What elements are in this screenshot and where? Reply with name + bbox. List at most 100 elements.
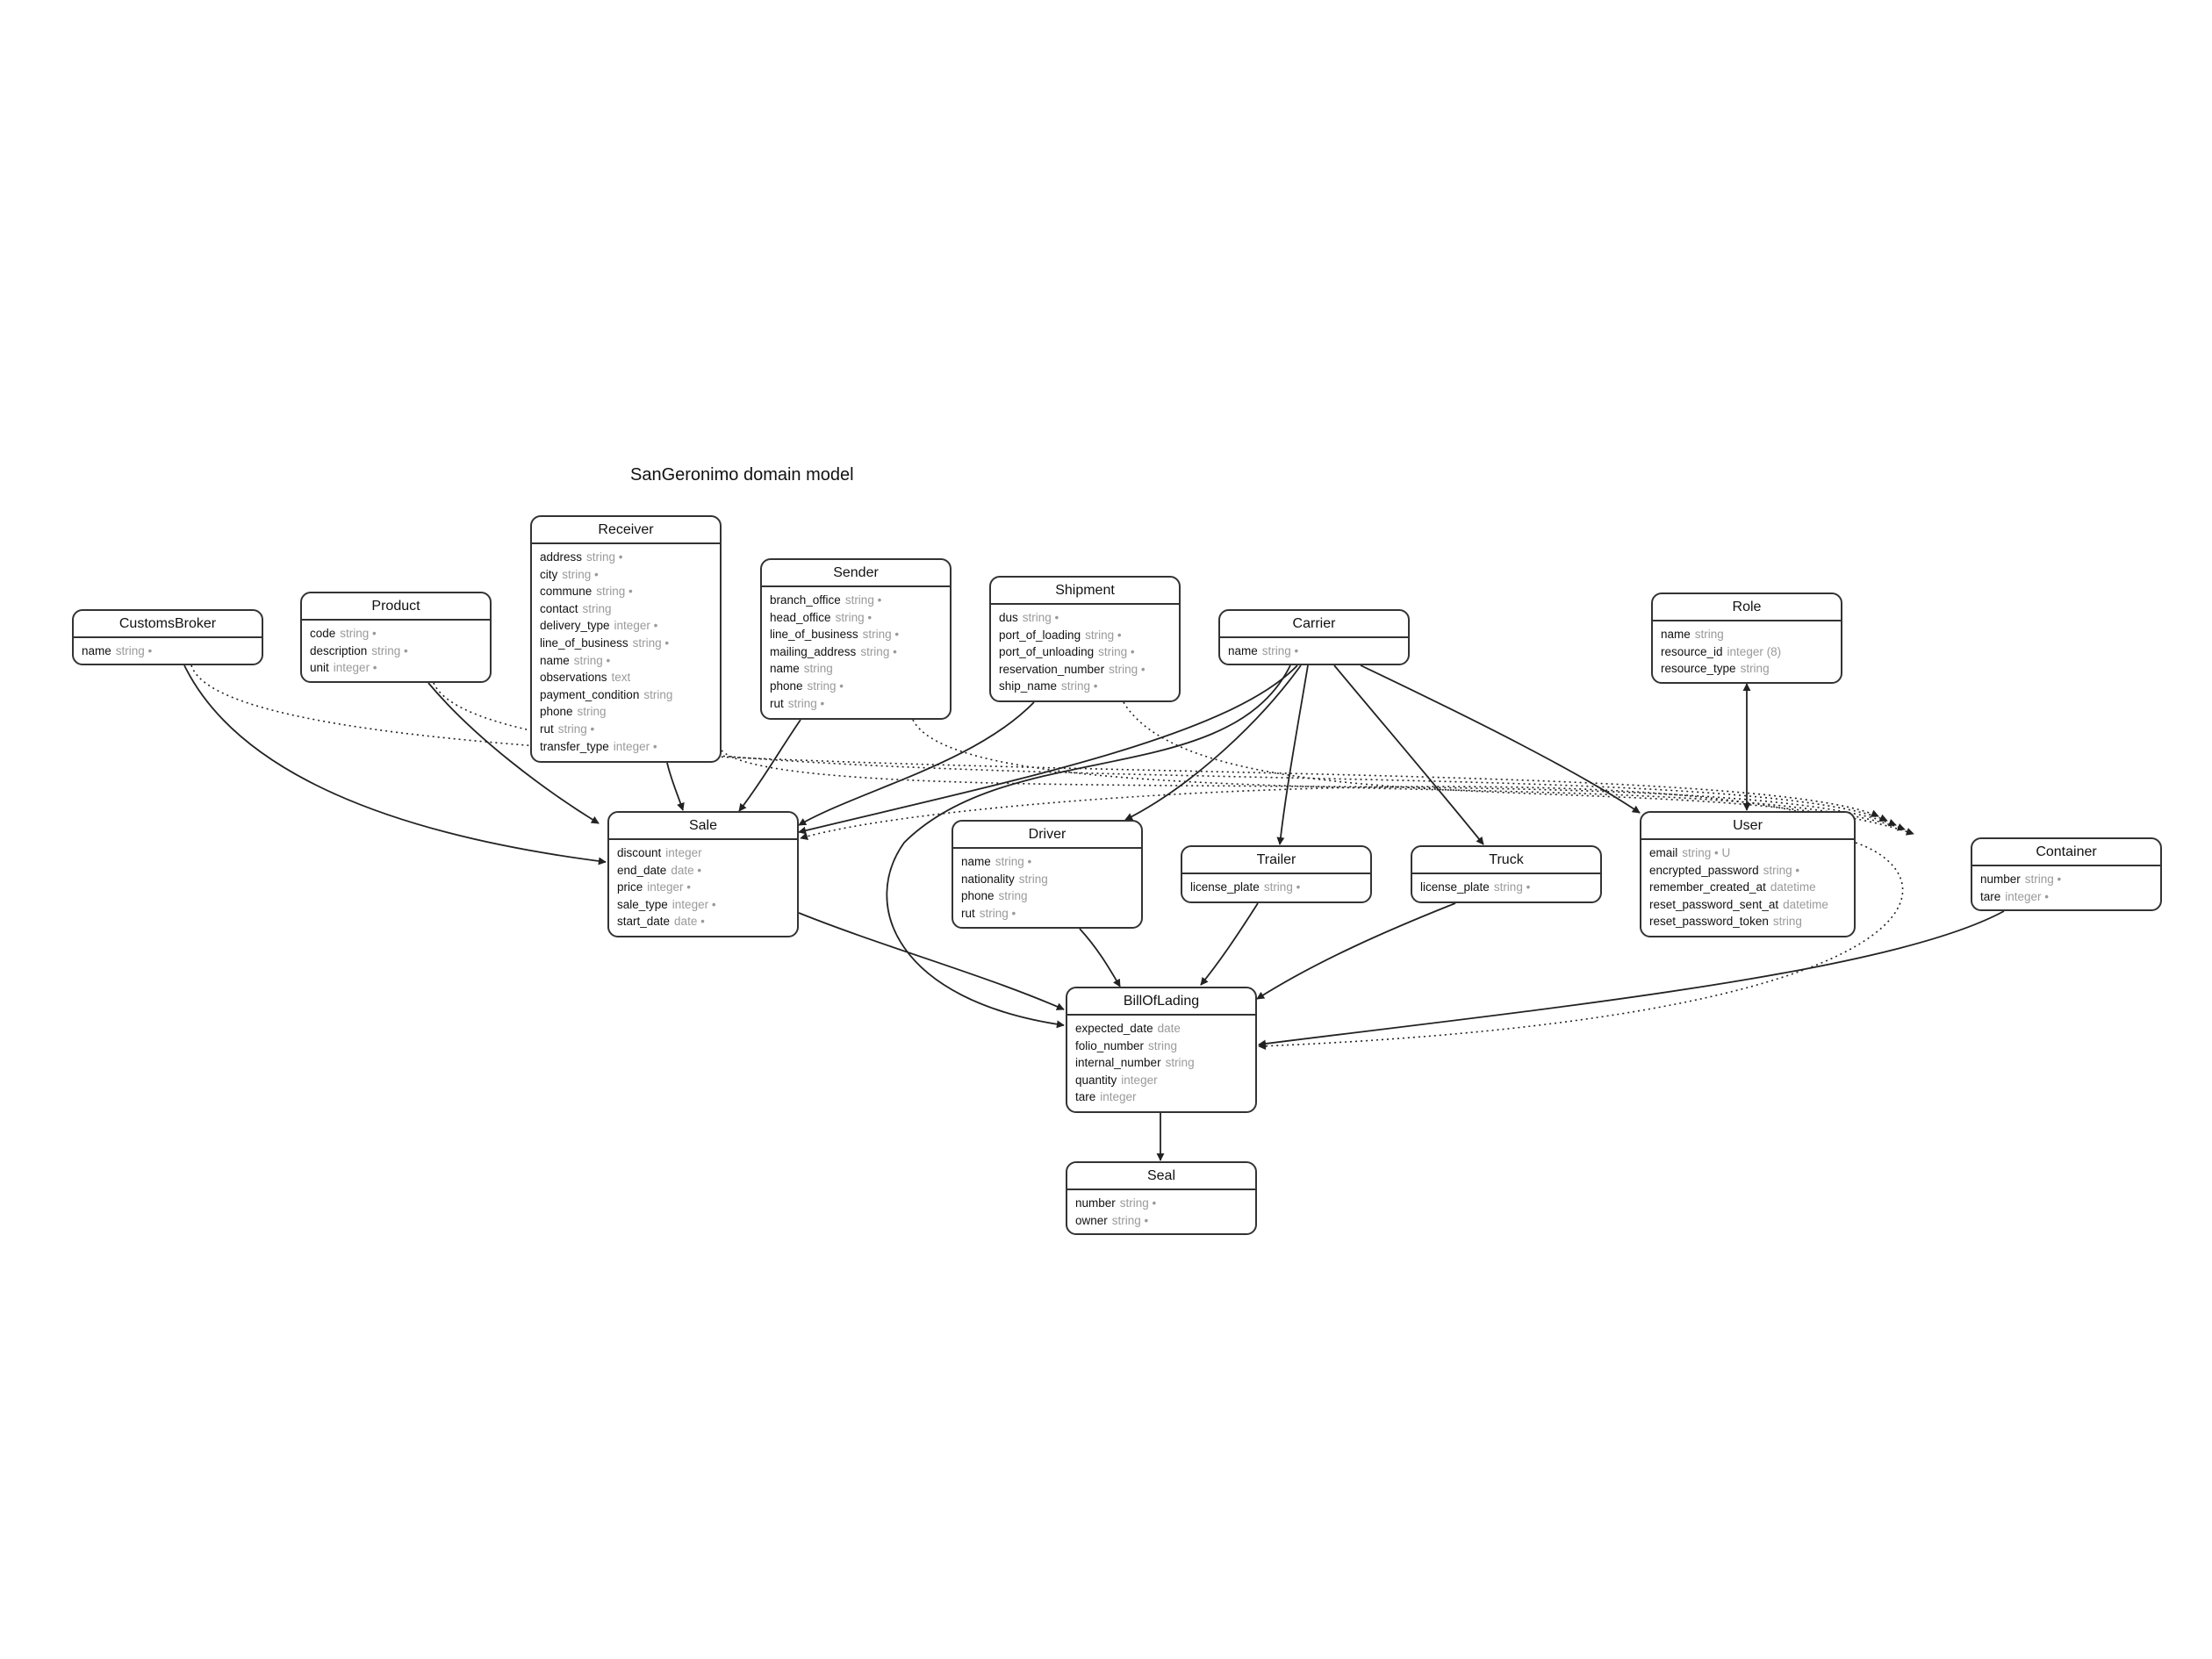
entity-name: Role xyxy=(1653,594,1841,621)
attribute-name: reservation_number xyxy=(999,662,1105,676)
attribute-type: string • xyxy=(1111,1213,1149,1227)
attribute-name: encrypted_password xyxy=(1649,863,1759,877)
attribute-type: string • xyxy=(807,679,844,693)
attribute-name: discount xyxy=(617,846,662,859)
attribute-type: integer (8) xyxy=(1727,644,1782,658)
attribute-name: license_plate xyxy=(1190,880,1260,894)
attribute-type: string • xyxy=(1109,662,1146,676)
entity-name: CustomsBroker xyxy=(74,611,262,638)
edge-truck-to-billoflading xyxy=(1256,902,1456,1000)
attribute-name: remember_created_at xyxy=(1649,880,1766,894)
attribute-type: string xyxy=(643,687,673,701)
attribute-name: folio_number xyxy=(1075,1038,1145,1052)
entity-name: Container xyxy=(1972,839,2160,866)
attribute-type: string • xyxy=(787,696,825,710)
attribute-name: city xyxy=(540,567,558,581)
attribute-name: name xyxy=(82,644,111,657)
attribute-type: string xyxy=(1165,1056,1195,1070)
attribute-type: integer • xyxy=(613,739,657,753)
attribute-type: string • xyxy=(1022,611,1059,624)
attribute-name: internal_number xyxy=(1075,1056,1161,1070)
entity-customsbroker[interactable]: CustomsBroker name string • xyxy=(72,609,263,665)
edge-carrier-to-billoflading xyxy=(886,664,1291,1029)
attribute-name: phone xyxy=(540,705,573,719)
attribute-row: internal_number string xyxy=(1075,1054,1247,1072)
attribute-type: string • xyxy=(115,644,153,657)
attribute-type: date • xyxy=(671,863,702,877)
attribute-name: name xyxy=(1228,644,1258,657)
attribute-name: ship_name xyxy=(999,679,1058,693)
attribute-row: phone string • xyxy=(770,678,942,695)
entity-name: Sender xyxy=(762,560,950,587)
attribute-name: owner xyxy=(1075,1213,1108,1227)
attribute-name: branch_office xyxy=(770,593,841,607)
attribute-type: string • xyxy=(1098,645,1135,659)
diagram-title: SanGeronimo domain model xyxy=(630,465,854,485)
attribute-type: string • xyxy=(1261,644,1299,657)
attribute-name: phone xyxy=(770,679,803,693)
attribute-name: line_of_business xyxy=(770,628,858,642)
attribute-name: unit xyxy=(310,661,329,675)
attribute-name: name xyxy=(961,855,991,868)
edge-trailer-to-billoflading xyxy=(1200,902,1259,986)
attribute-type: string • xyxy=(844,593,882,607)
edge-sender-to-sale xyxy=(738,719,801,812)
attribute-type: string • xyxy=(1061,679,1098,693)
attribute-type: string • xyxy=(586,550,623,564)
attribute-name: delivery_type xyxy=(540,619,610,633)
edge-receiver-to-user xyxy=(721,750,1897,827)
entity-name: Truck xyxy=(1412,847,1600,874)
attribute-type: string xyxy=(1018,872,1048,886)
attribute-type: string • xyxy=(995,855,1032,868)
attribute-name: payment_condition xyxy=(540,687,640,701)
attribute-type: string • xyxy=(835,610,873,624)
attribute-name: email xyxy=(1649,846,1678,859)
attribute-type: string • xyxy=(1263,880,1301,894)
attribute-name: license_plate xyxy=(1420,880,1490,894)
attribute-type: integer xyxy=(665,846,702,859)
attribute-type: string xyxy=(1148,1038,1178,1052)
